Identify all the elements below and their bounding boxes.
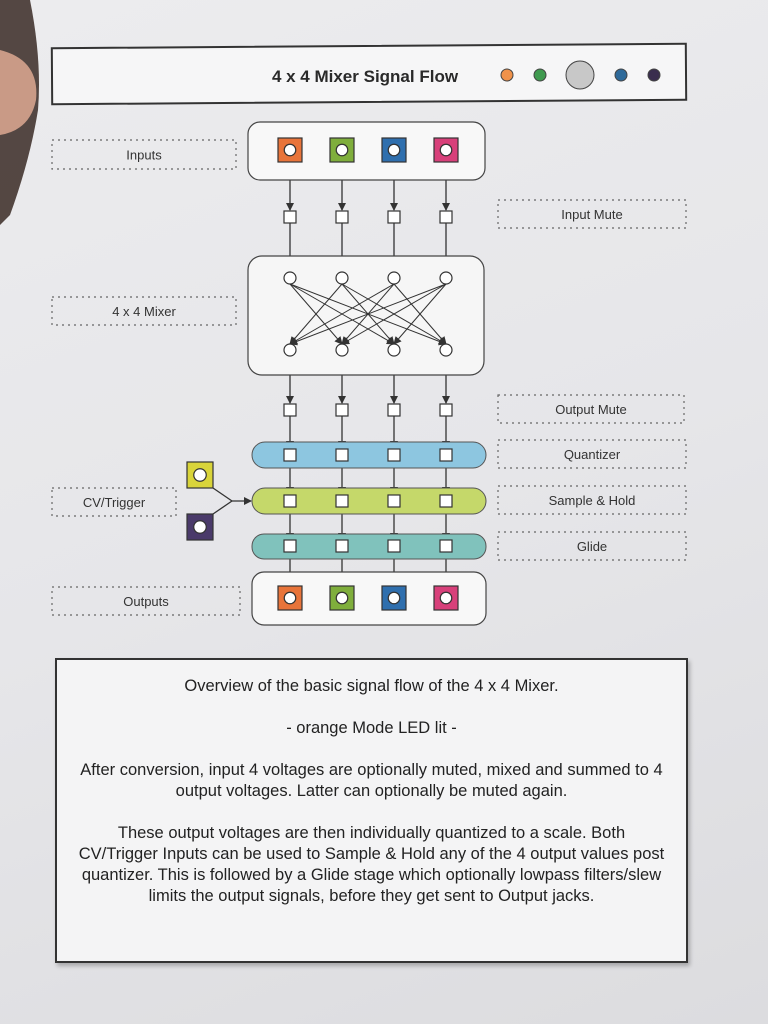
cv-trigger-jack-2[interactable] — [186, 513, 214, 541]
output-jack-2[interactable] — [329, 585, 355, 611]
label-text: Glide — [577, 539, 607, 554]
label-text: Input Mute — [561, 207, 622, 222]
label-text: Quantizer — [564, 447, 621, 462]
output-mute-node-1 — [283, 403, 297, 417]
input-mute-node-2 — [335, 210, 349, 224]
input-jack-3[interactable] — [381, 137, 407, 163]
input-mute-node-3 — [387, 210, 401, 224]
label-sample-hold: Sample & Hold — [497, 485, 687, 515]
label-text: 4 x 4 Mixer — [112, 304, 176, 319]
glide-node-1 — [283, 539, 297, 553]
input-jack-4[interactable] — [433, 137, 459, 163]
mix-line — [393, 283, 447, 345]
mixer-sum-node — [439, 343, 453, 357]
input-jack-2[interactable] — [329, 137, 355, 163]
glide-node-3 — [387, 539, 401, 553]
quantizer-node-1 — [283, 448, 297, 462]
label-text: Output Mute — [555, 402, 627, 417]
mix-line — [341, 283, 447, 345]
mix-line — [289, 283, 447, 346]
page-title: 4 x 4 Mixer Signal Flow — [272, 67, 459, 86]
output-jack-1[interactable] — [277, 585, 303, 611]
sample-hold-node-3 — [387, 494, 401, 508]
quantizer-node-4 — [439, 448, 453, 462]
glide-bar — [251, 533, 487, 560]
sample-hold-node-2 — [335, 494, 349, 508]
label-glide: Glide — [497, 531, 687, 561]
mode-led-gray-icon — [565, 60, 595, 90]
finger — [0, 50, 37, 135]
quantizer-bar — [251, 441, 487, 469]
label-output-mute: Output Mute — [497, 394, 685, 424]
description-heading: Overview of the basic signal flow of the… — [184, 677, 559, 695]
mixer-box — [247, 255, 485, 376]
glide-node-4 — [439, 539, 453, 553]
mode-led-blue-icon — [614, 68, 628, 82]
description-para-2: These output voltages are then individua… — [78, 824, 665, 905]
label-cv-trigger: CV/Trigger — [51, 487, 177, 517]
output-mute-node-4 — [439, 403, 453, 417]
sample-hold-node-4 — [439, 494, 453, 508]
mix-line — [289, 283, 343, 345]
label-inputs: Inputs — [51, 139, 237, 170]
label-mixer: 4 x 4 Mixer — [51, 296, 237, 326]
label-input-mute: Input Mute — [497, 199, 687, 229]
mix-line — [289, 283, 395, 345]
description-mode: - orange Mode LED lit - — [286, 719, 457, 737]
output-jack-3[interactable] — [381, 585, 407, 611]
inputs-box — [247, 121, 486, 181]
mode-led-green-icon — [533, 68, 547, 82]
glide-node-2 — [335, 539, 349, 553]
label-quantizer: Quantizer — [497, 439, 687, 469]
output-mute-node-2 — [335, 403, 349, 417]
mixer-input-node — [387, 271, 401, 285]
sample-hold-node-1 — [283, 494, 297, 508]
description-para-1: After conversion, input 4 voltages are o… — [80, 761, 663, 800]
title-bar: 4 x 4 Mixer Signal Flow — [50, 42, 688, 106]
quantizer-node-2 — [335, 448, 349, 462]
input-jack-1[interactable] — [277, 137, 303, 163]
label-text: Sample & Hold — [549, 493, 636, 508]
input-mute-node-1 — [283, 210, 297, 224]
label-text: Inputs — [126, 148, 162, 163]
mode-led-purple-icon — [647, 68, 661, 82]
mixer-sum-node — [387, 343, 401, 357]
quantizer-node-3 — [387, 448, 401, 462]
label-text: Outputs — [123, 594, 169, 609]
cv-trigger-jack-1[interactable] — [186, 461, 214, 489]
mixer-input-node — [439, 271, 453, 285]
label-text: CV/Trigger — [83, 495, 146, 510]
output-jack-4[interactable] — [433, 585, 459, 611]
mixer-sum-node — [335, 343, 349, 357]
sample-hold-bar — [251, 487, 487, 515]
mixer-input-node — [283, 271, 297, 285]
mixer-input-node — [335, 271, 349, 285]
input-mute-node-4 — [439, 210, 453, 224]
description-box: Overview of the basic signal flow of the… — [55, 658, 688, 963]
output-mute-node-3 — [387, 403, 401, 417]
label-outputs: Outputs — [51, 586, 241, 616]
outputs-box — [251, 571, 487, 626]
mixer-sum-node — [283, 343, 297, 357]
mode-led-orange-icon — [500, 68, 514, 82]
